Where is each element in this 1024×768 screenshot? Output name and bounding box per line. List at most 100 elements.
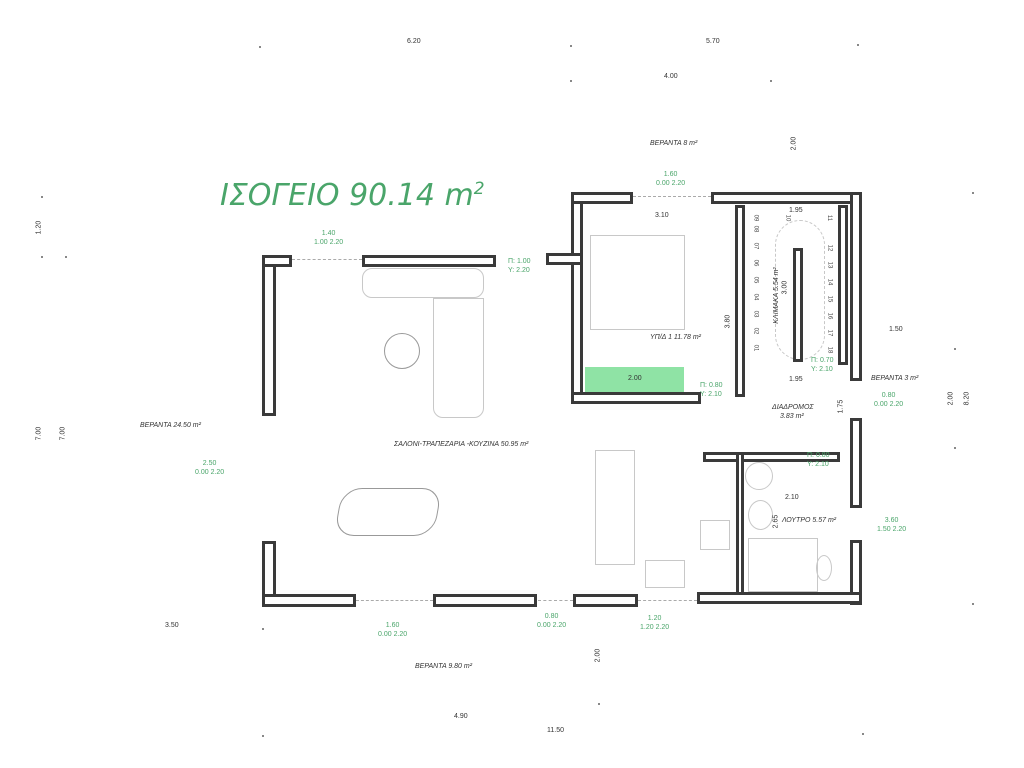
room-label: ΔΙΑΔΡΟΜΟΣ: [772, 404, 814, 411]
wall: [793, 248, 803, 362]
kitchen-sink: [645, 560, 685, 588]
wall: [571, 392, 701, 404]
dimension: 3.80: [724, 314, 732, 329]
dimension: 6.20: [407, 38, 421, 45]
room-label: ΣΑΛΟΝΙ-ΤΡΑΠΕΖΑΡΙΑ -ΚΟΥΖΙΝΑ 50.95 m²: [394, 441, 529, 448]
door: [633, 196, 711, 197]
sofa-corner: [433, 298, 484, 418]
dimension: 3.50: [165, 622, 179, 629]
stair-step-number: 10: [784, 214, 791, 222]
wall: [736, 452, 744, 595]
shower: [748, 538, 818, 592]
stair-step-number: 05: [752, 276, 759, 284]
stair-step-number: 03: [752, 310, 759, 318]
dimension: 8.20: [963, 391, 971, 406]
wall: [433, 594, 537, 607]
stair-step-number: 02: [752, 327, 759, 335]
window: [292, 259, 362, 260]
door: [538, 600, 573, 601]
dimension: 1.95: [789, 376, 803, 383]
coffee-table: [384, 333, 420, 369]
wall: [850, 192, 862, 381]
stair-step-number: 15: [826, 295, 833, 303]
dimension: 3.00: [781, 280, 789, 295]
room-label: ΒΕΡΑΝΤΑ 8 m²: [650, 140, 698, 147]
closet-dimension: 2.00: [628, 375, 642, 382]
room-label: ΛΟΥΤΡΟ 5.57 m²: [782, 517, 837, 524]
stair-step-number: 06: [752, 259, 759, 267]
room-label: 3.83 m²: [780, 413, 804, 420]
dimension: 2.00: [594, 648, 602, 663]
dimension: 4.00: [664, 73, 678, 80]
window: [638, 600, 697, 601]
dimension: 2.65: [772, 514, 780, 529]
washing-machine: [745, 462, 773, 490]
stair-step-number: 12: [826, 244, 833, 252]
dimension: 5.70: [706, 38, 720, 45]
dimension: 2.00: [947, 391, 955, 406]
room-label: ΚΛΙΜΑΚΑ 5.54 m²: [772, 267, 780, 324]
wall: [362, 255, 496, 267]
stair-step-number: 11: [826, 214, 833, 222]
stair-step-number: 07: [752, 242, 759, 250]
room-label: ΒΕΡΑΝΤΑ 3 m²: [871, 375, 919, 382]
room-label: ΒΕΡΑΝΤΑ 9.80 m²: [415, 663, 473, 670]
stair-step-number: 13: [826, 261, 833, 269]
toilet: [816, 555, 832, 581]
room-label: ΒΕΡΑΝΤΑ 24.50 m²: [140, 422, 201, 429]
stair-step-number: 17: [826, 329, 833, 337]
floor-title: ΙΣΟΓΕΙΟ 90.14 m2: [220, 178, 485, 213]
wall: [571, 192, 583, 404]
stair-step-number: 04: [752, 293, 759, 301]
dimension: 1.95: [789, 207, 803, 214]
room-label: ΥΠ/Δ 1 11.78 m²: [650, 334, 702, 341]
dimension: 1.50: [889, 326, 903, 333]
wall: [262, 594, 356, 607]
wall: [697, 592, 862, 604]
dimension: 7.00: [35, 426, 43, 441]
dimension: 7.00: [59, 426, 67, 441]
dimension: 11.50: [547, 727, 564, 734]
sofa: [362, 268, 484, 298]
dimension: 2.00: [790, 136, 798, 151]
bed: [590, 235, 685, 330]
wall: [546, 253, 583, 265]
dimension: 1.20: [35, 220, 43, 235]
kitchen-island: [595, 450, 635, 565]
dimension: 4.90: [454, 713, 468, 720]
wall: [850, 418, 862, 508]
closet: [585, 367, 684, 392]
cooktop: [700, 520, 730, 550]
wall: [262, 255, 292, 267]
wall: [571, 192, 633, 204]
stair-step-number: 08: [752, 225, 759, 233]
stair-step-number: 09: [752, 214, 759, 222]
sink: [748, 500, 773, 530]
stair-step-number: 14: [826, 278, 833, 286]
stair-step-number: 16: [826, 312, 833, 320]
dining-table: [333, 488, 443, 536]
stair-step-number: 18: [826, 346, 833, 354]
wall: [735, 205, 745, 397]
wall: [711, 192, 862, 204]
dimension: 2.10: [785, 494, 799, 501]
dimension: 3.10: [655, 212, 669, 219]
wall: [703, 452, 840, 462]
door: [356, 600, 433, 601]
wall: [838, 205, 848, 365]
stair-step-number: 01: [752, 344, 759, 352]
wall: [573, 594, 638, 607]
wall: [262, 255, 276, 416]
dimension: 1.75: [837, 399, 845, 414]
